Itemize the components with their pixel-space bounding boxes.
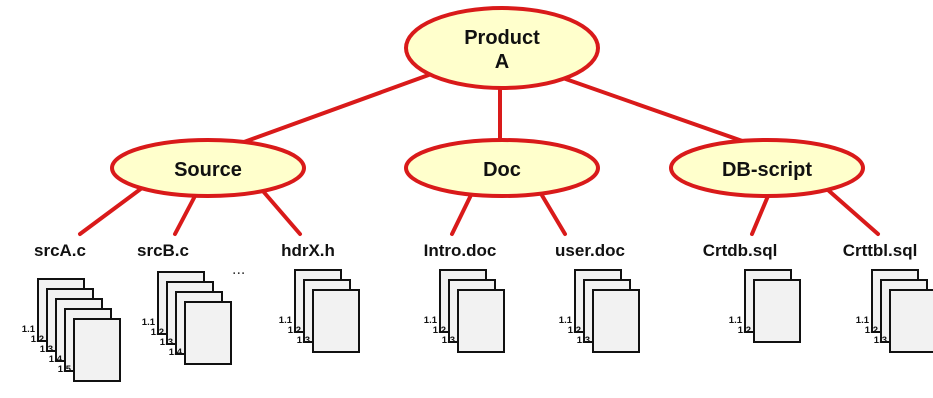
file-label-intro: Intro.doc [424,241,497,260]
root-node: Product A [404,6,600,90]
file-label-srcb: srcB.c [137,241,189,260]
version-page [592,289,640,353]
file-label-user: user.doc [555,241,625,260]
edges [78,58,880,236]
version-label: 1.1 [424,315,438,326]
version-page [753,279,801,343]
edge-source-srca [78,180,152,236]
version-label: 1.2 [738,325,751,336]
version-label: 1.2 [865,325,878,336]
edge-doc-user [538,190,567,236]
version-label: 1.1 [729,315,743,326]
version-page [457,289,505,353]
version-label: 1.4 [169,347,183,358]
version-stack-hdrx: 1.11.21.3 [279,269,360,353]
dbscript-label: DB-script [722,159,812,181]
version-label: 1.2 [433,325,446,336]
file-labels: srcA.c srcB.c hdrX.h Intro.doc user.doc … [34,241,917,278]
version-label: 1.2 [31,334,44,345]
edge-dbscript-crtdb [750,194,770,236]
version-label: 1.1 [22,324,36,335]
version-label: 1.1 [856,315,870,326]
source-label: Source [174,159,242,181]
version-stacks: 1.11.21.31.41.51.11.21.31.41.11.21.31.11… [22,269,933,382]
source-oval [110,138,306,198]
file-label-hdrx: hdrX.h [281,241,335,260]
version-label: 1.1 [142,317,156,328]
version-label: 1.5 [58,364,72,375]
root-label-line1: Product [464,27,540,49]
file-label-srca: srcA.c [34,241,86,260]
version-page [312,289,360,353]
file-label-crtdb: Crtdb.sql [703,241,778,260]
more-files-ellipsis: ... [232,261,245,278]
dbscript-oval [669,138,865,198]
version-page [889,289,933,353]
root-label-line2: A [495,51,509,73]
category-node-source: Source [110,138,306,198]
version-stack-srcb: 1.11.21.31.4 [142,271,232,365]
version-stack-user: 1.11.21.3 [559,269,640,353]
edge-root-dbscript [538,68,770,152]
version-stack-crtdb: 1.11.2 [729,269,801,343]
version-page [73,318,121,382]
doc-oval [404,138,600,198]
doc-label: Doc [483,159,521,181]
version-label: 1.4 [49,354,63,365]
edge-doc-intro [450,191,474,236]
version-label: 1.2 [288,325,301,336]
category-node-dbscript: DB-script [669,138,865,198]
version-label: 1.1 [279,315,293,326]
version-label: 1.3 [40,344,53,355]
version-stack-srca: 1.11.21.31.41.5 [22,278,121,382]
version-label: 1.2 [568,325,581,336]
version-stack-crttbl: 1.11.21.3 [856,269,933,353]
version-label: 1.1 [559,315,573,326]
version-page [184,301,232,365]
category-node-doc: Doc [404,138,600,198]
root-oval [404,6,600,90]
version-label: 1.3 [577,335,590,346]
edge-source-hdrx [260,188,302,236]
version-stack-intro: 1.11.21.3 [424,269,505,353]
version-label: 1.2 [151,327,164,338]
version-label: 1.3 [297,335,310,346]
version-label: 1.3 [160,337,173,348]
version-label: 1.3 [442,335,455,346]
file-label-crttbl: Crttbl.sql [843,241,918,260]
version-label: 1.3 [874,335,887,346]
edge-source-srcb [173,194,197,236]
edge-dbscript-crttbl [826,188,880,236]
